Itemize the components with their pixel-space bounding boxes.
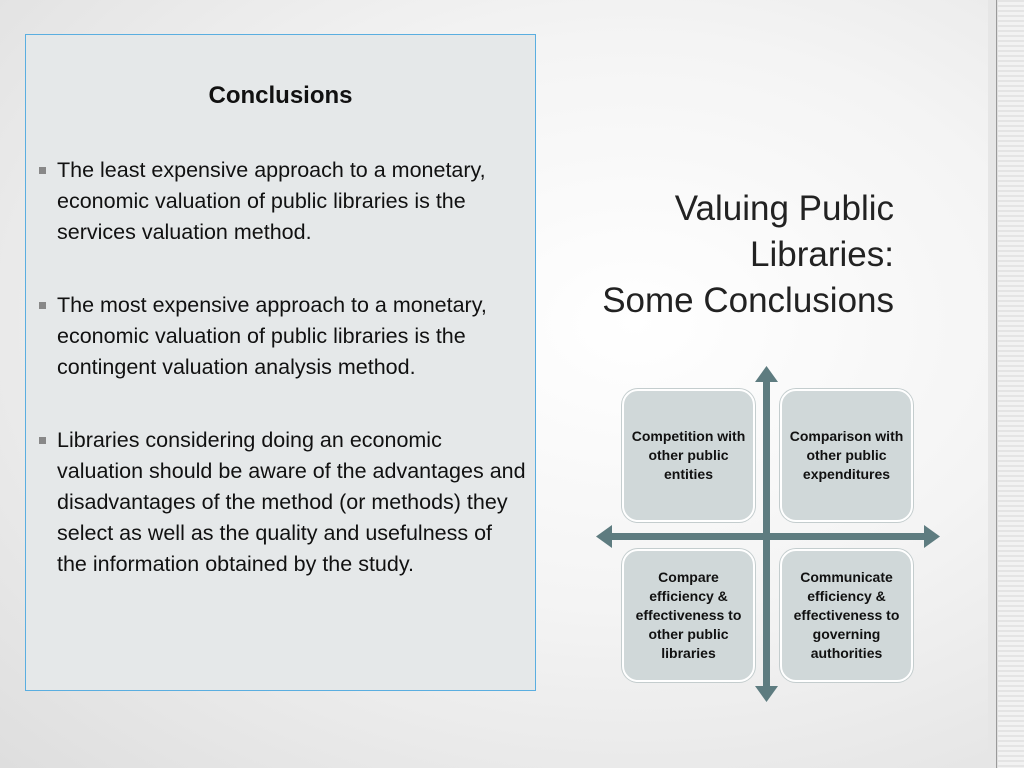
quadrant-label: Compare efficiency & effectiveness to ot… bbox=[635, 569, 742, 661]
bullet-text: The least expensive approach to a moneta… bbox=[57, 158, 486, 244]
square-bullet-icon bbox=[39, 302, 46, 309]
arrow-up-icon bbox=[755, 366, 778, 382]
slide-title: Valuing Public Libraries: Some Conclusio… bbox=[534, 186, 894, 324]
quadrant-diagram: Competition with other public entities C… bbox=[596, 366, 940, 702]
bullet-text: Libraries considering doing an economic … bbox=[57, 428, 526, 576]
quadrant-label: Comparison with other public expenditure… bbox=[789, 428, 904, 482]
edge-texture bbox=[998, 0, 1024, 768]
horizontal-arrow-shaft bbox=[610, 533, 926, 540]
square-bullet-icon bbox=[39, 437, 46, 444]
conclusions-heading: Conclusions bbox=[208, 82, 353, 109]
slide-title-line: Libraries: bbox=[750, 235, 894, 274]
arrow-right-icon bbox=[924, 525, 940, 548]
edge-divider-line bbox=[996, 0, 997, 768]
quadrant-label: Communicate efficiency & effectiveness t… bbox=[793, 569, 900, 661]
slide-title-line: Valuing Public bbox=[674, 189, 894, 228]
quadrant-label: Competition with other public entities bbox=[631, 428, 746, 482]
bullet-item: The least expensive approach to a moneta… bbox=[37, 155, 527, 248]
quadrant-top-right: Comparison with other public expenditure… bbox=[780, 389, 913, 522]
conclusions-box bbox=[25, 34, 536, 691]
conclusions-bullet-list: The least expensive approach to a moneta… bbox=[37, 155, 527, 622]
bullet-text: The most expensive approach to a monetar… bbox=[57, 293, 487, 379]
arrow-left-icon bbox=[596, 525, 612, 548]
quadrant-bottom-left: Compare efficiency & effectiveness to ot… bbox=[622, 549, 755, 682]
bullet-item: The most expensive approach to a monetar… bbox=[37, 290, 527, 383]
bullet-item: Libraries considering doing an economic … bbox=[37, 425, 527, 580]
cross-arrows bbox=[596, 366, 940, 702]
arrow-down-icon bbox=[755, 686, 778, 702]
slide-title-line: Some Conclusions bbox=[602, 281, 894, 320]
right-edge-decoration bbox=[988, 0, 1024, 768]
quadrant-bottom-right: Communicate efficiency & effectiveness t… bbox=[780, 549, 913, 682]
square-bullet-icon bbox=[39, 167, 46, 174]
quadrant-top-left: Competition with other public entities bbox=[622, 389, 755, 522]
